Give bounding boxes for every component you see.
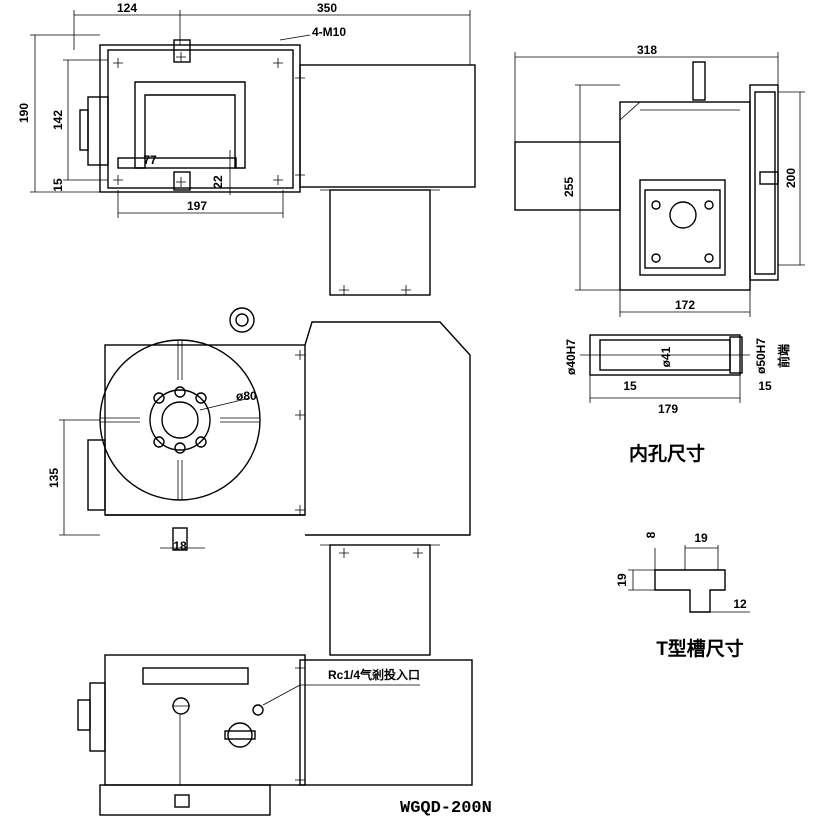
- dim-172: 172: [675, 298, 695, 312]
- dim-dia80: ø80: [236, 389, 257, 403]
- dim-318: 318: [637, 43, 657, 57]
- dim-135: 135: [47, 468, 61, 488]
- dim-bore-41: ø41: [659, 346, 673, 367]
- dim-22: 22: [211, 175, 225, 189]
- dim-124: 124: [117, 1, 137, 15]
- dim-bore-15-right: 15: [758, 379, 772, 393]
- dim-350: 350: [317, 1, 337, 15]
- dim-slot-12: 12: [733, 597, 747, 611]
- air-inlet-label: Rc1/4气剎投入口: [328, 667, 420, 682]
- dim-197: 197: [187, 199, 207, 213]
- dim-slot-19-top: 19: [694, 531, 708, 545]
- dim-slot-19-left: 19: [615, 573, 629, 587]
- dim-bore-179: 179: [658, 402, 678, 416]
- dim-255: 255: [562, 177, 576, 197]
- dim-bore-40h7: ø40H7: [564, 339, 578, 375]
- bottom-view: [77, 544, 473, 816]
- dim-15-top: 15: [51, 178, 65, 192]
- dim-142: 142: [51, 110, 65, 130]
- model-label: WGQD-200N: [400, 799, 492, 818]
- front-view: [59, 307, 471, 551]
- thread-label: 4-M10: [312, 25, 346, 39]
- bore-caption: 内孔尺寸: [629, 442, 705, 465]
- dim-77: 77: [143, 153, 157, 167]
- dim-190: 190: [17, 103, 31, 123]
- bore-detail: [580, 334, 750, 403]
- t-slot-detail: [628, 545, 750, 613]
- dim-bore-15-left: 15: [623, 379, 637, 393]
- dim-200: 200: [784, 168, 798, 188]
- front-end-label: 前端: [776, 344, 791, 368]
- dim-slot-8: 8: [644, 531, 658, 538]
- dim-bore-50h7: ø50H7: [754, 338, 768, 374]
- dim-18: 18: [173, 539, 187, 553]
- side-view: [514, 52, 805, 317]
- slot-caption: T型槽尺寸: [656, 637, 744, 660]
- top-view: [30, 10, 476, 296]
